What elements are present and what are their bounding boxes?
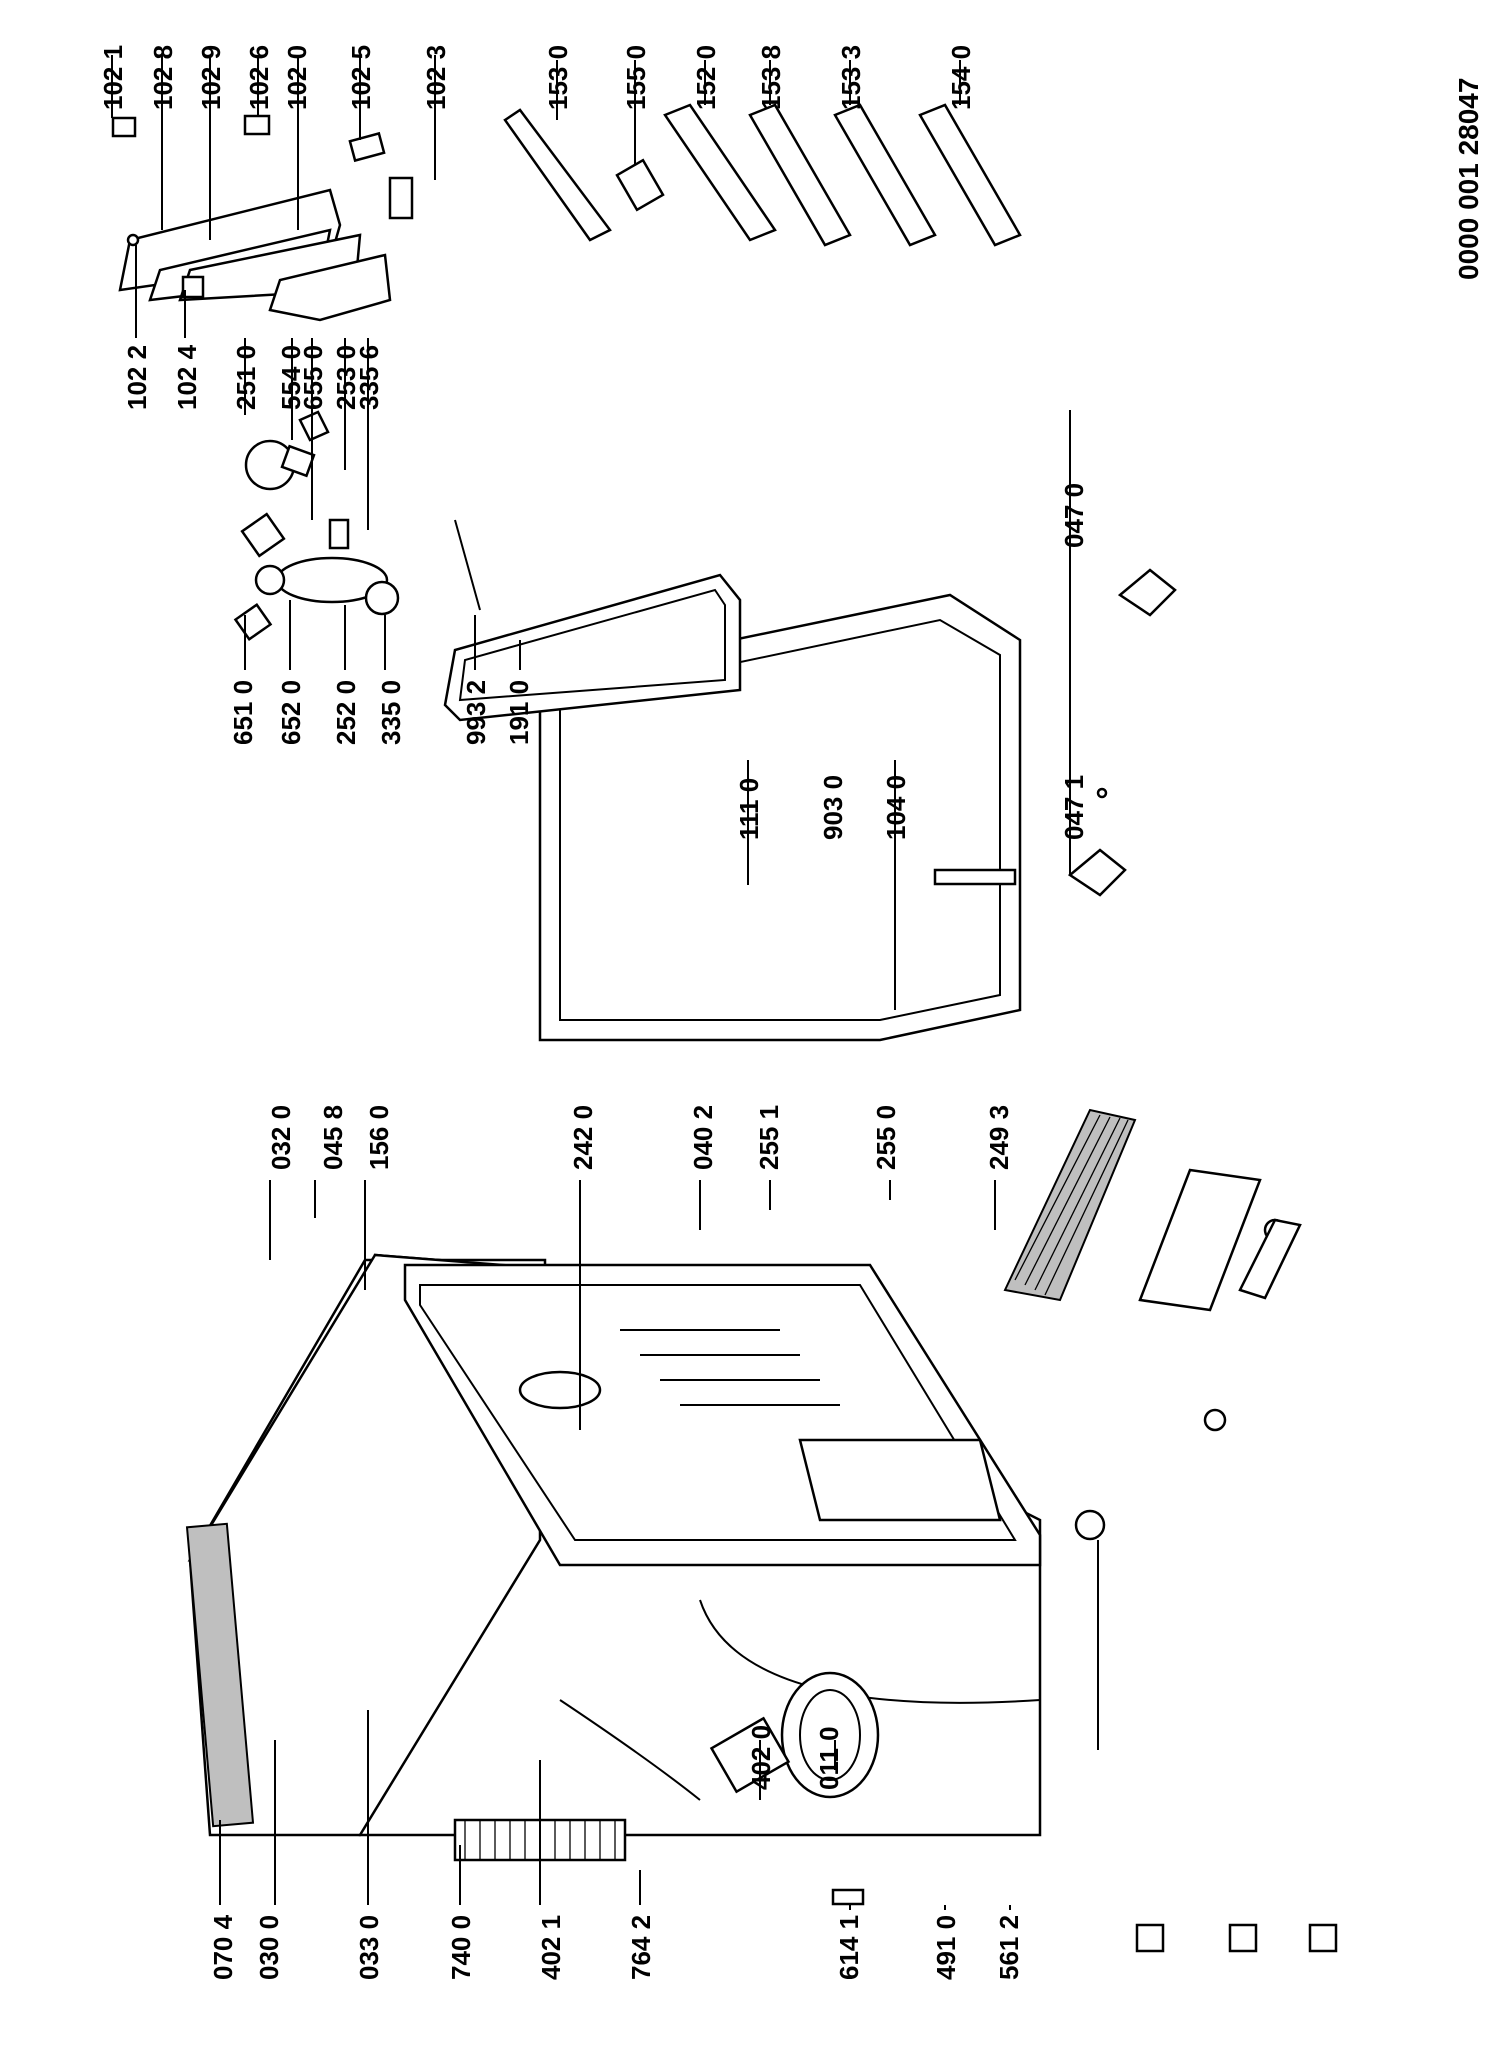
thermostat-lamp-group — [233, 410, 481, 642]
label-993-2: 993 2 — [461, 680, 491, 745]
label-651-0: 651 0 — [228, 680, 258, 745]
door-shelf-2 — [833, 103, 937, 247]
label-152-0: 152 0 — [691, 45, 721, 110]
door-assembly — [443, 568, 1177, 1042]
part-labels: 070 4 030 0 033 0 740 0 402 1 764 2 614 … — [98, 45, 1484, 1980]
thermostat-knob — [364, 580, 400, 616]
hinge-pin-bottom — [1117, 568, 1177, 617]
egg-tray — [615, 158, 665, 212]
label-255-0: 255 0 — [871, 1105, 901, 1170]
leader-lines — [111, 55, 1099, 1910]
glass-shelf — [1138, 1168, 1262, 1312]
switch — [233, 602, 273, 642]
freezer-compartment-group — [111, 114, 414, 322]
freezer-latch — [111, 116, 137, 138]
label-040-2: 040 2 — [688, 1105, 718, 1170]
relay-box — [709, 1716, 791, 1794]
label-102-1: 102 1 — [98, 45, 128, 110]
wire-shelf — [1003, 1108, 1137, 1302]
label-102-0: 102 0 — [282, 45, 312, 110]
label-255-1: 255 1 — [754, 1105, 784, 1170]
crisper-inside — [798, 1438, 1002, 1522]
lamp-cover — [298, 410, 330, 442]
label-070-4: 070 4 — [208, 1914, 238, 1980]
worktop-strip — [185, 1522, 255, 1828]
butter-compartment — [503, 108, 612, 242]
label-032-0: 032 0 — [266, 1105, 296, 1170]
part-614-1 — [1135, 1923, 1165, 1953]
part-491-0 — [1228, 1923, 1258, 1953]
thermostat-housing-inside — [518, 1370, 602, 1410]
label-335-0: 335 0 — [376, 680, 406, 745]
label-251-0: 251 0 — [231, 345, 261, 410]
lamp-socket — [254, 564, 286, 596]
hinge-pin-top — [1067, 848, 1127, 897]
freezer-flap — [181, 275, 205, 299]
label-102-2: 102 2 — [122, 345, 152, 410]
label-154-0: 154 0 — [946, 45, 976, 110]
label-155-0: 155 0 — [621, 45, 651, 110]
freezer-label — [348, 131, 386, 163]
label-614-1: 614 1 — [834, 1915, 864, 1980]
label-102-4: 102 4 — [172, 344, 202, 410]
label-153-8: 153 8 — [756, 45, 786, 110]
compressor — [780, 1671, 880, 1799]
door-shelf-large — [663, 103, 777, 242]
thermostat-clip — [280, 444, 316, 478]
label-045-8: 045 8 — [318, 1105, 348, 1170]
label-491-0: 491 0 — [931, 1915, 961, 1980]
refrigerator-cabinet — [185, 1178, 1338, 1953]
foot — [1074, 1509, 1106, 1541]
label-102-9: 102 9 — [196, 45, 226, 110]
door-screw — [1096, 787, 1108, 799]
freezer-hinge — [243, 114, 271, 136]
screw — [1203, 1408, 1227, 1432]
label-903-0: 903 0 — [818, 775, 848, 840]
label-402-1: 402 1 — [536, 1915, 566, 1980]
label-153-0: 153 0 — [543, 45, 573, 110]
label-047-0: 047 0 — [1059, 483, 1089, 548]
label-249-3: 249 3 — [984, 1105, 1014, 1170]
label-191-0: 191 0 — [504, 680, 534, 745]
label-030-0: 030 0 — [254, 1915, 284, 1980]
label-242-0: 242 0 — [568, 1105, 598, 1170]
door-shelf-bottle — [918, 103, 1022, 247]
document-number: 0000 001 28047 — [1453, 78, 1484, 280]
label-402-0: 402 0 — [746, 1725, 776, 1790]
door-shelves — [503, 103, 1022, 247]
label-102-8: 102 8 — [148, 45, 178, 110]
label-104-0: 104 0 — [881, 775, 911, 840]
label-764-2: 764 2 — [626, 1915, 656, 1980]
part-561-2 — [1308, 1923, 1338, 1953]
label-011-0: 011 0 — [814, 1726, 844, 1790]
label-561-2: 561 2 — [994, 1915, 1024, 1980]
label-102-6: 102 6 — [244, 45, 274, 110]
label-655-0: 655 0 — [298, 345, 328, 410]
label-253-0: 253 0 — [331, 345, 361, 410]
label-740-0: 740 0 — [446, 1915, 476, 1980]
label-111-0: 111 0 — [734, 778, 764, 840]
freezer-screw — [126, 233, 140, 247]
label-252-0: 252 0 — [331, 680, 361, 745]
label-047-1: 047 1 — [1059, 775, 1089, 840]
freezer-door-inner — [268, 253, 392, 322]
freezer-catch — [388, 176, 414, 220]
label-156-0: 156 0 — [364, 1105, 394, 1170]
label-335-6: 335 6 — [354, 345, 384, 410]
label-554-0: 554 0 — [276, 345, 306, 410]
spring — [328, 518, 350, 550]
label-102-3: 102 3 — [421, 45, 451, 110]
label-153-3: 153 3 — [836, 45, 866, 110]
door-shelf-1 — [748, 103, 852, 247]
lamp-bulb — [240, 512, 286, 558]
label-652-0: 652 0 — [276, 680, 306, 745]
crisper-cover — [1238, 1218, 1302, 1300]
capillary-tube — [454, 519, 481, 611]
door-hinge — [933, 868, 1017, 886]
label-033-0: 033 0 — [354, 1915, 384, 1980]
label-102-5: 102 5 — [346, 45, 376, 110]
part-764-2 — [831, 1888, 865, 1906]
